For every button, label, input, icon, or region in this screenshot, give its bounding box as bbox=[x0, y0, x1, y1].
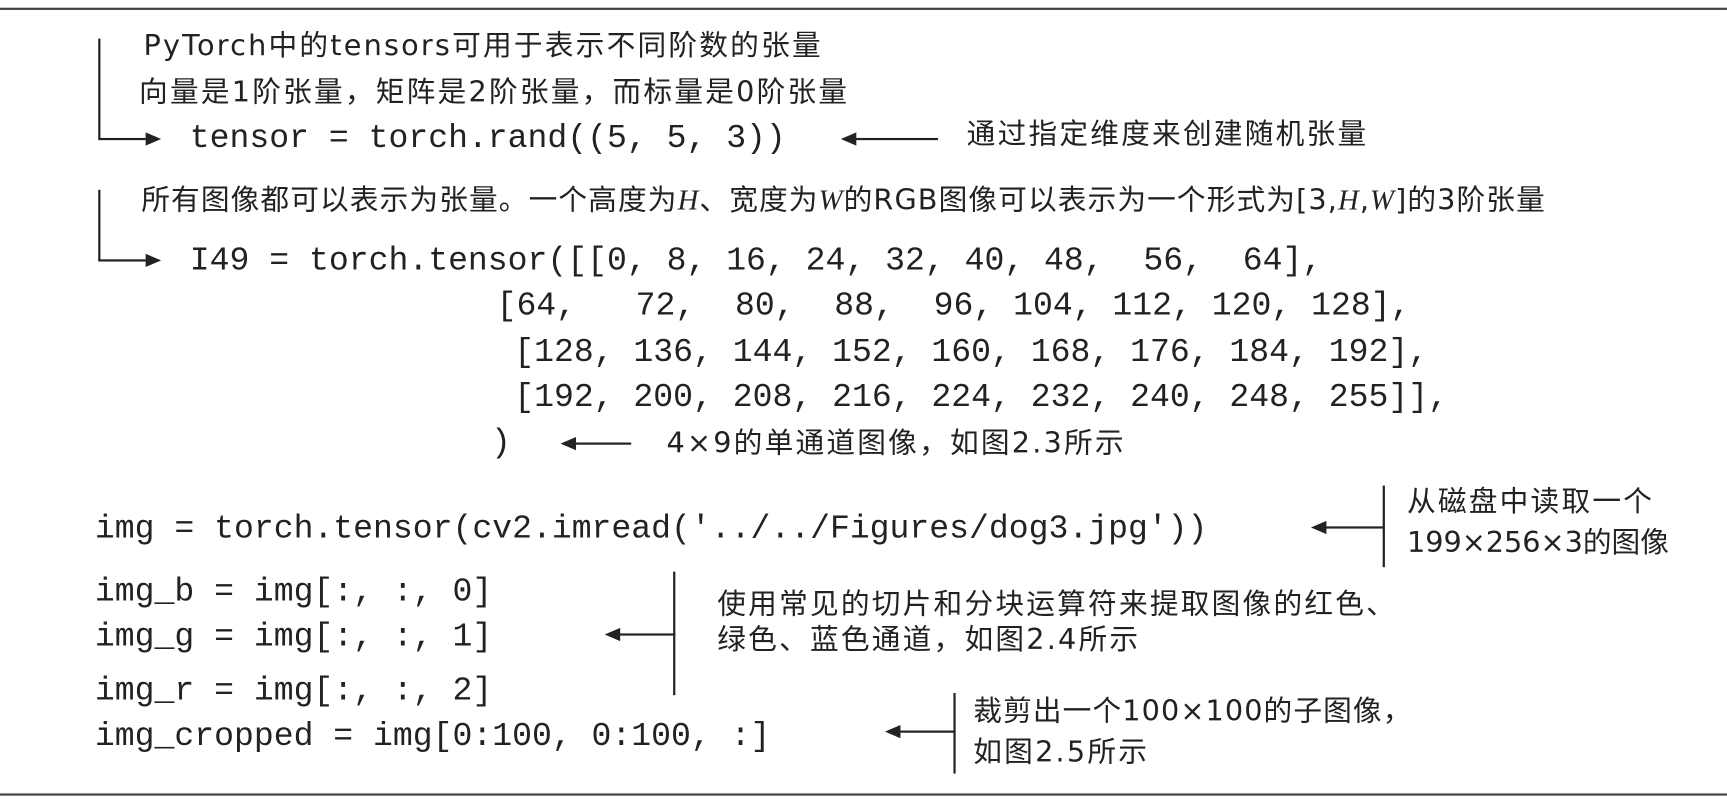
annotation-crop-fig: 如图2.5所示 bbox=[973, 736, 1150, 770]
note-tensors-ranks: PyTorch中的tensors可用于表示不同阶数的张量 bbox=[143, 29, 823, 63]
italic-w: W bbox=[818, 184, 844, 217]
code-tensor-rand: tensor = torch.rand((5, 5, 3)) bbox=[189, 120, 786, 158]
annotation-channels-fig: 绿色、蓝色通道，如图2.4所示 bbox=[717, 623, 1141, 657]
arrow-left-icon bbox=[885, 724, 901, 739]
arrow-line bbox=[569, 442, 632, 445]
note-vector-matrix-scalar: 向量是1阶张量，矩阵是2阶张量，而标量是0阶张量 bbox=[139, 76, 850, 110]
arrow-left-icon bbox=[560, 436, 577, 451]
annotation-bar bbox=[673, 571, 676, 696]
annotation-bar bbox=[953, 692, 956, 774]
arrow-left-icon bbox=[604, 627, 621, 642]
annotation-channels: 使用常见的切片和分块运算符来提取图像的红色、 bbox=[717, 588, 1398, 622]
arrow-line bbox=[849, 137, 938, 141]
code-img-b: img_b = img[:, :, 0] bbox=[94, 573, 493, 612]
code-i49-line: ) bbox=[491, 424, 511, 463]
bottom-rule bbox=[0, 793, 1727, 796]
text: 的RGB图像可以表示为一个形式为[3, bbox=[843, 184, 1338, 218]
annotation-random-tensor: 通过指定维度来创建随机张量 bbox=[966, 118, 1369, 152]
arrow-line bbox=[1319, 526, 1384, 529]
code-i49-line: [192, 200, 208, 216, 224, 232, 240, 248,… bbox=[514, 379, 1448, 418]
code-img-cropped: img_cropped = img[0:100, 0:100, :] bbox=[94, 718, 771, 756]
arrow-line bbox=[613, 633, 676, 636]
text: 所有图像都可以表示为张量。一个高度为 bbox=[141, 184, 678, 218]
annotation-image-size: 199×256×3的图像 bbox=[1406, 526, 1669, 560]
code-img-r: img_r = img[:, :, 2] bbox=[94, 673, 493, 711]
arrow-right-icon bbox=[145, 132, 162, 146]
code-img-read: img = torch.tensor(cv2.imread('../../Fig… bbox=[94, 510, 1208, 549]
text: 、宽度为 bbox=[699, 184, 819, 218]
bracket-line bbox=[98, 189, 101, 261]
arrow-right-icon bbox=[145, 253, 162, 268]
arrow-left-icon bbox=[840, 132, 857, 146]
bracket-line bbox=[98, 259, 148, 262]
arrow-left-icon bbox=[1310, 520, 1327, 535]
note-image-tensor: 所有图像都可以表示为张量。一个高度为H、宽度为W的RGB图像可以表示为一个形式为… bbox=[141, 184, 1546, 217]
top-rule bbox=[0, 7, 1727, 10]
bracket-line bbox=[98, 38, 101, 140]
annotation-crop: 裁剪出一个100×100的子图像， bbox=[973, 695, 1413, 729]
code-img-g: img_g = img[:, :, 1] bbox=[94, 619, 493, 657]
bracket-line bbox=[98, 137, 148, 141]
code-i49-line: [64, 72, 80, 88, 96, 104, 112, 120, 128]… bbox=[496, 288, 1411, 326]
code-i49-line: [128, 136, 144, 152, 160, 168, 176, 184,… bbox=[514, 334, 1429, 372]
italic-w: W bbox=[1370, 184, 1396, 217]
text: ]的3阶张量 bbox=[1395, 184, 1546, 218]
annotation-single-channel: 4×9的单通道图像，如图2.3所示 bbox=[666, 427, 1126, 461]
italic-h: H bbox=[1337, 184, 1360, 217]
arrow-line bbox=[893, 730, 956, 733]
annotation-read-disk: 从磁盘中读取一个 bbox=[1406, 485, 1655, 519]
text: , bbox=[1359, 184, 1371, 218]
italic-h: H bbox=[677, 184, 700, 217]
annotation-bar bbox=[1382, 485, 1385, 568]
code-i49-line: I49 = torch.tensor([[0, 8, 16, 24, 32, 4… bbox=[189, 242, 1323, 281]
